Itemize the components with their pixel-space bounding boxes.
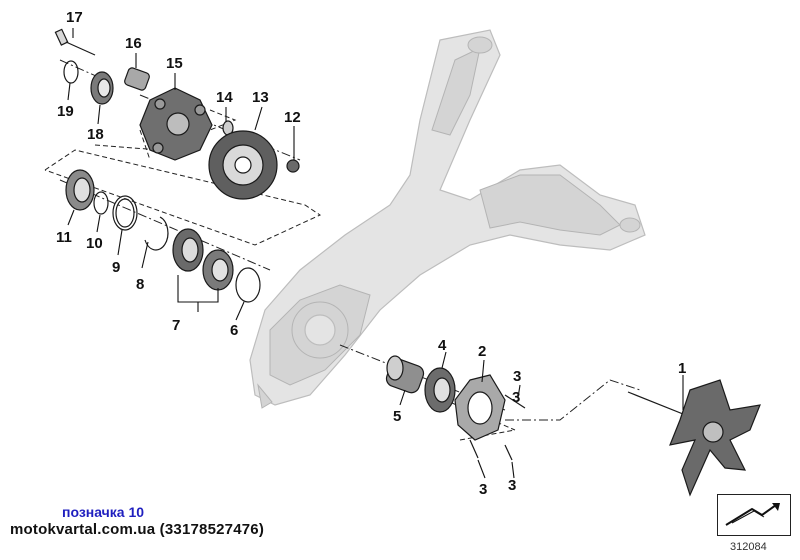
callout-4: 4 xyxy=(438,337,447,354)
ring-10 xyxy=(93,191,109,215)
screws-3 xyxy=(469,394,526,461)
callout-16: 16 xyxy=(125,35,142,52)
seal-11 xyxy=(65,169,95,211)
circlip-8 xyxy=(144,216,169,251)
sprocket-13 xyxy=(208,130,278,200)
circlip-19 xyxy=(63,60,79,84)
callout-labels: 17 16 15 14 13 12 19 18 11 10 9 8 7 6 1 … xyxy=(56,9,686,498)
callout-10: 10 xyxy=(86,235,103,252)
orientation-arrow-icon xyxy=(725,503,780,526)
callout-11: 11 xyxy=(56,229,72,246)
bolt-17 xyxy=(54,28,96,56)
callout-13: 13 xyxy=(252,89,269,106)
callout-8: 8 xyxy=(136,276,144,293)
bearing-4 xyxy=(424,367,456,413)
callout-9: 9 xyxy=(112,259,120,276)
footer-source: motokvartal.com.ua (33178527476) xyxy=(10,521,265,538)
callout-7: 7 xyxy=(172,317,180,334)
circlip-6 xyxy=(235,267,261,303)
callout-3c: 3 xyxy=(479,481,487,498)
callout-1: 1 xyxy=(678,360,686,377)
sleeve-5 xyxy=(385,355,425,394)
bearings-7 xyxy=(172,228,234,291)
callout-12: 12 xyxy=(284,109,301,126)
circlip-9 xyxy=(112,195,138,231)
callout-15: 15 xyxy=(166,55,183,72)
callout-17: 17 xyxy=(66,9,83,26)
sleeve-16 xyxy=(124,67,150,91)
callout-6: 6 xyxy=(230,322,238,339)
callout-5: 5 xyxy=(393,408,401,425)
nut-12 xyxy=(286,159,300,173)
callout-3b: 3 xyxy=(512,389,520,406)
reference-arrow-box xyxy=(717,494,791,536)
callout-3d: 3 xyxy=(508,477,516,494)
leader-lines xyxy=(67,28,684,479)
bearing-18 xyxy=(90,71,114,105)
hub-carrier-15 xyxy=(139,87,213,161)
swingarm-ghost xyxy=(249,29,646,409)
reference-number: 312084 xyxy=(730,541,767,553)
callout-19: 19 xyxy=(57,103,74,120)
axle-1 xyxy=(627,379,761,497)
flange-2 xyxy=(454,374,506,441)
callout-3a: 3 xyxy=(513,368,521,385)
callout-14: 14 xyxy=(216,89,233,106)
callout-18: 18 xyxy=(87,126,104,143)
note-badge: позначка 10 xyxy=(62,504,145,520)
callout-2: 2 xyxy=(478,343,486,360)
